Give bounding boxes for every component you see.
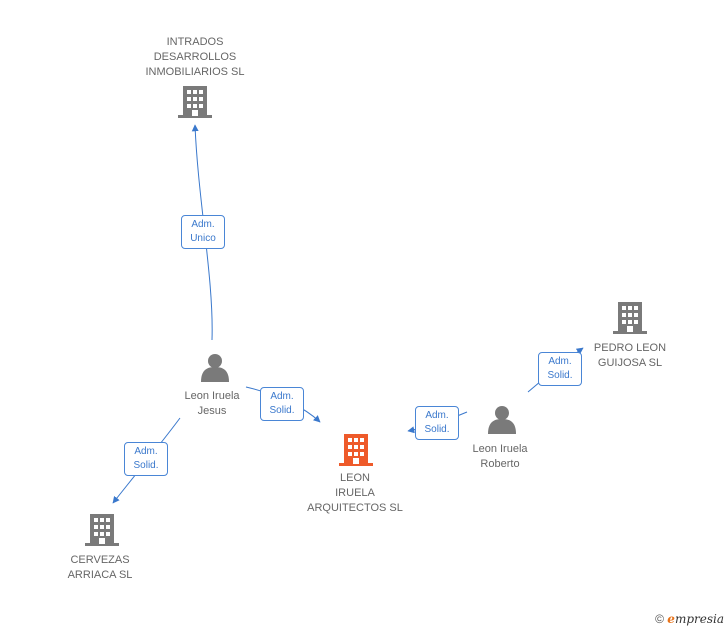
empresia-logo[interactable]: © empresia	[655, 612, 724, 626]
node-label-cervezas[interactable]: CERVEZAS ARRIACA SL	[67, 554, 133, 581]
node-label-jesus[interactable]: Leon Iruela Jesus	[184, 390, 240, 417]
node-label-roberto[interactable]: Leon Iruela Roberto	[472, 443, 528, 470]
edge-label-adm-solid-jesus-leon[interactable]: Adm. Solid.	[260, 387, 304, 421]
person-icon[interactable]	[488, 406, 516, 434]
node-label-leon-iruela[interactable]: LEON IRUELA ARQUITECTOS SL	[307, 472, 403, 514]
person-icon[interactable]	[201, 354, 229, 382]
building-icon[interactable]	[85, 514, 119, 546]
edge-label-adm-solid-roberto-pedro[interactable]: Adm. Solid.	[538, 352, 582, 386]
building-icon[interactable]	[178, 86, 212, 118]
brand-name: empresia	[667, 612, 724, 626]
edge-label-adm-solid-roberto-leon[interactable]: Adm. Solid.	[415, 406, 459, 440]
copyright-icon: ©	[655, 612, 664, 626]
building-icon[interactable]	[339, 434, 373, 466]
edge-label-adm-solid-jesus-cervezas[interactable]: Adm. Solid.	[124, 442, 168, 476]
node-label-pedro-leon[interactable]: PEDRO LEON GUIJOSA SL	[593, 342, 667, 369]
node-label-intrados[interactable]: INTRADOS DESARROLLOS INMOBILIARIOS SL	[145, 36, 245, 78]
building-icon[interactable]	[613, 302, 647, 334]
edge-label-adm-unico[interactable]: Adm. Unico	[181, 215, 225, 249]
